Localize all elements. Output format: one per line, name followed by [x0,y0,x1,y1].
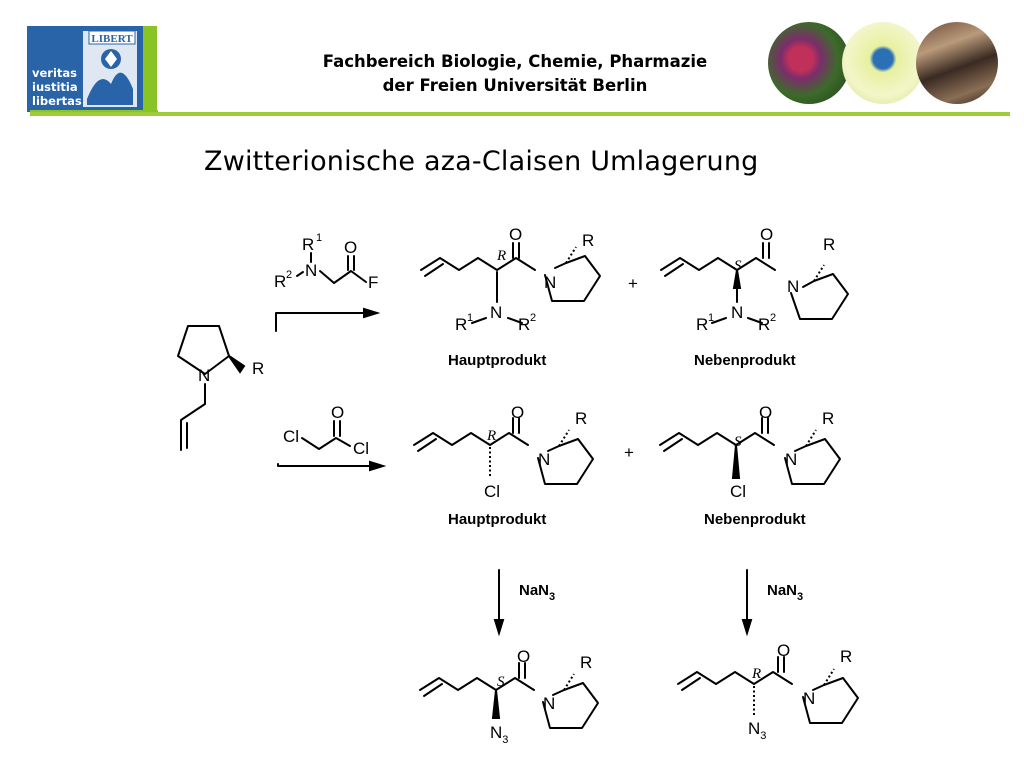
atom-label: Cl [730,482,746,501]
atom-label: O [760,225,773,244]
atom-label: 2 [286,269,292,281]
reagent-nan3: NaN3 [767,582,803,603]
atom-label: O [344,238,357,257]
plus-sign: + [624,443,634,462]
department-header: Fachbereich Biologie, Chemie, Pharmazie … [300,50,730,98]
flower-photo [768,22,850,104]
reagent-nan3: NaN3 [519,582,555,603]
atom-label: 1 [467,312,473,324]
logo-green-stripe [143,26,157,112]
stereo-descriptor: S [734,434,742,450]
atom-label: N [198,366,210,385]
atom-label: N [803,689,815,708]
molecule-photo [842,22,924,104]
product-label-nebenprodukt: Nebenprodukt [694,352,796,369]
atom-label: R [455,315,467,334]
atom-label: R [582,231,594,250]
atom-label: N [538,450,550,469]
atom-label: N [305,261,317,280]
header-rule [30,112,1010,116]
atom-label: Cl [353,439,369,458]
atom-label: 1 [316,232,322,244]
atom-label: O [509,225,522,244]
plus-sign: + [628,274,638,293]
atom-label: R [696,315,708,334]
product-label-hauptprodukt: Hauptprodukt [448,352,546,369]
atom-label: N [731,303,743,322]
atom-label: 2 [770,312,776,324]
atom-label: 1 [708,312,714,324]
atom-label: R [302,235,314,254]
atom-label: R [823,235,835,254]
stereo-descriptor: S [497,674,505,690]
atom-label: F [368,273,378,292]
pharmacy-photo [916,22,998,104]
atom-label: N [785,450,797,469]
fu-logo: LIBERT veritas iustitia libertas [27,26,157,112]
product-label-hauptprodukt: Hauptprodukt [448,511,546,528]
stereo-descriptor: R [486,428,496,444]
atom-label: R [580,653,592,672]
stereo-descriptor: R [496,248,506,264]
crest-icon: LIBERT [83,30,137,107]
atom-label: Cl [484,482,500,501]
atom-label: N [544,273,556,292]
atom-label: O [777,641,790,660]
atom-label: N3 [490,723,508,746]
stereo-descriptor: R [751,666,761,682]
atom-label: Cl [283,427,299,446]
header-line-2: der Freien Universität Berlin [382,76,648,95]
logo-motto: veritas iustitia libertas [32,66,82,108]
atom-label: R [822,409,834,428]
atom-label: N3 [748,719,766,742]
atom-label: R [575,409,587,428]
atom-label: O [517,647,530,666]
atom-label: 2 [530,312,536,324]
atom-label: N [543,694,555,713]
atom-label: N [787,277,799,296]
atom-label: R [274,272,286,291]
atom-label: O [511,403,524,422]
atom-label: N [490,303,502,322]
atom-label: O [331,403,344,422]
stereo-descriptor: S [734,258,742,274]
atom-label: R [840,647,852,666]
motto-line: veritas [32,66,78,80]
atom-label: R [758,315,770,334]
product-label-nebenprodukt: Nebenprodukt [704,511,806,528]
slide-title: Zwitterionische aza-Claisen Umlagerung [204,146,759,177]
header-line-1: Fachbereich Biologie, Chemie, Pharmazie [322,52,708,71]
motto-line: libertas [32,94,82,108]
atom-label: R [518,315,530,334]
logo-banner-text: LIBERT [91,33,133,45]
motto-line: iustitia [32,80,78,94]
atom-label: R [252,359,264,378]
atom-label: O [759,403,772,422]
